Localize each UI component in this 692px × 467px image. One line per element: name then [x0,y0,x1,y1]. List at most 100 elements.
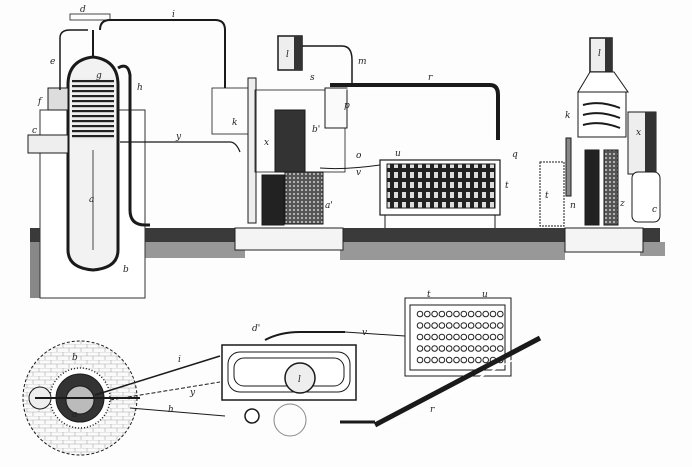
absorber-machine [211,35,500,226]
label-right-z: z [619,199,625,209]
tank-cell [489,345,497,352]
tank-cell [482,333,490,341]
label-d: d [80,5,86,15]
tank-cell [475,345,482,352]
label-f: f [37,97,43,107]
tank-cell [445,333,453,341]
label-s: s [310,73,315,83]
tank-cell [431,356,438,364]
label-q: q [512,150,518,160]
tank-cell [438,322,446,329]
tank-cell [453,310,460,318]
label-k: k [232,118,237,128]
plan-view [22,297,542,456]
plan-label-i: i [178,355,181,365]
label-right-c: c [652,205,657,215]
tank-cell [460,333,468,341]
tank-cell [467,333,475,341]
tank-cell [489,310,497,318]
label-right-l: l [598,49,601,59]
tank-cell [497,356,504,364]
tank-cell [497,310,504,318]
ice-tank [379,159,501,228]
tank-cell [475,322,482,329]
label-h: h [137,83,143,93]
plan-label-h: h [168,405,174,415]
letter-labels: d i e f g c h y a b k l m s p b' x o v z… [32,5,657,420]
tank-cell [460,310,468,318]
label-right-t: t [545,191,549,201]
label-e: e [50,57,55,67]
tank-cell [424,310,431,318]
tank-cell [497,322,504,329]
tank-cell [424,333,431,341]
tank-cell [438,310,446,318]
label-z: z [262,198,268,208]
tank-cell [497,345,504,352]
tank-cell [416,345,424,352]
tank-cell [453,333,460,341]
tank-cell [424,356,431,364]
label-m: m [358,57,367,67]
tank-cell [460,322,468,329]
label-right-k: k [565,111,570,121]
tank-cell [482,345,490,352]
label-t: t [505,181,509,191]
tank-cell [431,333,438,341]
tank-cell [467,345,475,352]
tank-cell [438,333,446,341]
label-r: r [428,73,433,83]
tank-cell [431,345,438,352]
plan-label-v: v [362,328,367,338]
tank-cell [445,345,453,352]
label-b-prime: b' [312,125,320,135]
plan-label-b: b [72,353,78,363]
tank-cell [482,356,490,364]
tank-cell [453,356,460,364]
tank-cell [482,322,490,329]
label-x: x [264,138,269,148]
label-c: c [32,126,37,136]
tank-cell [424,322,431,329]
tank-cell [489,356,497,364]
tank-cell [445,322,453,329]
tank-cell [467,310,475,318]
tank-cell [460,345,468,352]
tank-cells-plan [416,310,504,364]
label-l: l [286,50,289,60]
plan-label-r: r [430,405,435,415]
tank-cell [431,322,438,329]
label-b: b [123,265,129,275]
label-i: i [172,10,175,20]
tank-cell [416,333,424,341]
tank-cell [416,322,424,329]
tank-cell [475,310,482,318]
tank-cell [489,322,497,329]
label-u: u [395,149,401,159]
tank-cell [453,345,460,352]
tank-cell [438,345,446,352]
plan-label-u: u [482,290,488,300]
right-condenser-unit [539,37,661,227]
tank-cell [453,322,460,329]
label-o: o [356,151,362,161]
tank-cell [438,356,446,364]
tank-cell [445,356,453,364]
tank-cell [460,356,468,364]
tank-cell [424,345,431,352]
tank-cell [475,333,482,341]
tank-cell [431,310,438,318]
label-right-n: n [570,201,576,211]
tank-cell [482,310,490,318]
label-right-x: x [636,128,641,138]
label-g: g [96,71,102,81]
plan-label-t: t [427,290,431,300]
tank-cell [416,356,424,364]
tank-cell [467,356,475,364]
label-a-prime: a' [325,201,333,211]
label-a: a [89,195,94,205]
plan-label-a: a [72,410,77,420]
tank-cell [475,356,482,364]
